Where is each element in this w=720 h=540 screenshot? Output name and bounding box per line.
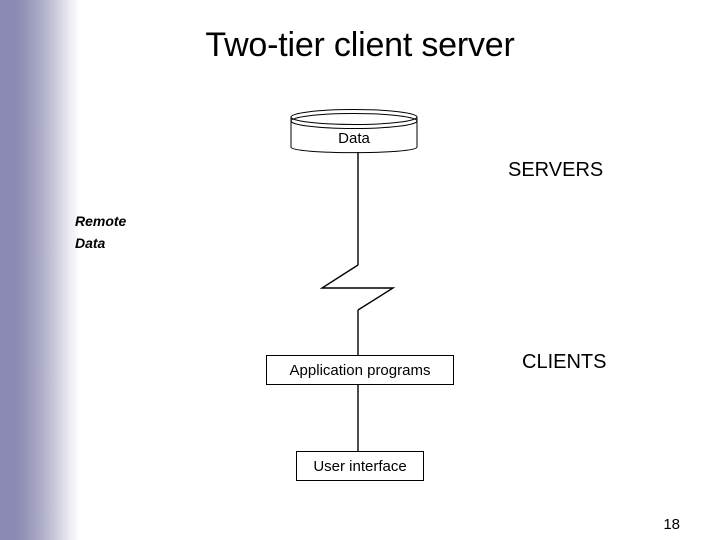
application-programs-box: Application programs — [266, 355, 454, 385]
sidebar-item-clients: CLIENTS — [522, 351, 607, 373]
user-interface-box: User interface — [296, 451, 424, 481]
remote-data-annotation-line1: Remote — [75, 213, 127, 229]
sidebar-item-servers: SERVERS — [508, 159, 604, 181]
page-title: Two-tier client server — [205, 26, 515, 64]
database-label: Data — [338, 130, 370, 147]
decorative-side-band — [0, 0, 80, 540]
remote-data-annotation: Remote Data — [75, 210, 195, 254]
database-cylinder-icon — [290, 108, 418, 156]
page-number: 18 — [663, 516, 680, 533]
remote-data-annotation-line2: Data — [75, 235, 106, 251]
